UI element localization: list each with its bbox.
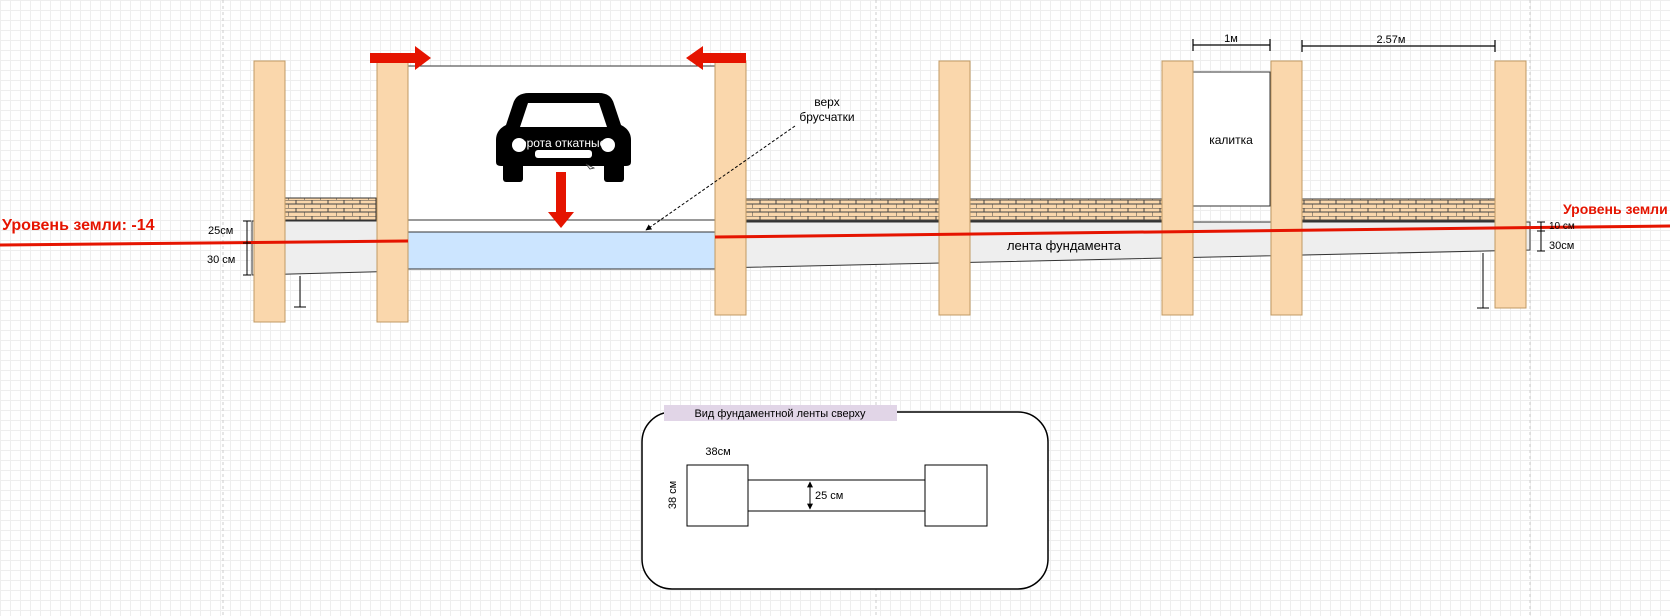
dim-30cm-left-label: 30 см bbox=[207, 254, 235, 266]
arrow-right-icon bbox=[370, 46, 431, 70]
foundation-strip-label: лента фундамента bbox=[1007, 238, 1122, 253]
top-view-title: Вид фундаментной ленты сверху bbox=[694, 408, 866, 420]
dim-30cm-right-label: 30см bbox=[1549, 240, 1574, 252]
top-view-title-bg bbox=[664, 405, 897, 421]
car-icon bbox=[496, 93, 631, 182]
brick-sections bbox=[282, 197, 1496, 222]
dim-2-57m-label: 2.57м bbox=[1377, 34, 1406, 46]
ground-level-line bbox=[0, 239, 409, 247]
fence-post bbox=[253, 60, 286, 323]
paver-top-label-line1: верх bbox=[814, 95, 839, 109]
ground-level-line bbox=[714, 224, 1670, 239]
brick-section bbox=[282, 197, 377, 221]
arrow-left-icon bbox=[686, 46, 746, 70]
gate-water-area bbox=[407, 231, 716, 270]
brick-section bbox=[745, 198, 940, 222]
gate-slide-arrows bbox=[370, 46, 746, 228]
paver-top-pointer bbox=[645, 125, 796, 231]
fence-post bbox=[1161, 60, 1194, 316]
fence-post bbox=[714, 60, 747, 316]
fence-post bbox=[938, 60, 971, 316]
wicket-panel bbox=[1192, 71, 1271, 207]
fence-post bbox=[1494, 60, 1527, 309]
arrow-down-icon bbox=[548, 172, 574, 228]
brick-section bbox=[969, 198, 1164, 222]
dim-10cm-label: 10 см bbox=[1549, 221, 1575, 232]
top-view-strip-width-label: 25 см bbox=[815, 490, 843, 502]
ground-level-label-right: Уровень земли bbox=[1563, 201, 1668, 217]
dim-25cm-label: 25см bbox=[208, 225, 233, 237]
gate-label: ворота откатные bbox=[514, 136, 607, 150]
top-view-post-height-label: 38 см bbox=[667, 481, 679, 509]
fence-post bbox=[1270, 60, 1303, 316]
paver-top-label-line2: брусчатки bbox=[799, 110, 854, 124]
wicket-label: калитка bbox=[1209, 133, 1253, 147]
top-dimensions bbox=[1192, 39, 1496, 52]
top-view-panel: Вид фундаментной ленты сверху 38см 38 см… bbox=[641, 405, 1049, 590]
dim-1m-label: 1м bbox=[1224, 33, 1238, 45]
top-view-post-right bbox=[924, 464, 988, 527]
left-dimensions bbox=[243, 220, 306, 308]
fence-post bbox=[376, 60, 409, 323]
right-dimensions bbox=[1477, 221, 1545, 309]
top-view-post-width-label: 38см bbox=[705, 446, 730, 458]
page-guides bbox=[222, 0, 1531, 616]
cursor-icon bbox=[585, 163, 596, 170]
top-view-post-left bbox=[686, 464, 749, 527]
brick-section bbox=[1301, 198, 1496, 222]
ground-level-label-left: Уровень земли: -14 bbox=[2, 217, 155, 234]
